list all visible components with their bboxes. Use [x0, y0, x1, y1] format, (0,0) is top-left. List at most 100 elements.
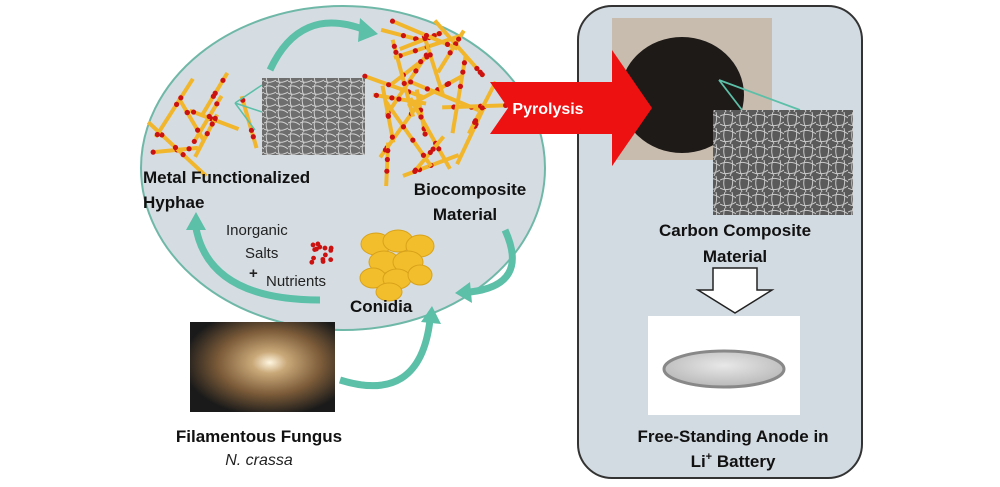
metal-particle	[172, 144, 179, 151]
hypha-strand	[421, 34, 445, 96]
hypha-strand	[153, 77, 195, 139]
metal-particle	[472, 119, 478, 125]
metal-particle	[212, 115, 218, 121]
metal-particle	[250, 134, 256, 140]
metal-particle	[362, 73, 368, 79]
metal-particle	[373, 92, 380, 98]
salt-dot	[309, 259, 315, 265]
hypha-strand	[363, 74, 424, 99]
salt-dot	[315, 241, 321, 247]
fungus-photo	[190, 322, 335, 412]
metal-particle	[418, 59, 424, 65]
metal-particle	[154, 131, 160, 138]
metal-particle	[457, 83, 464, 89]
conidia-cluster	[359, 229, 435, 302]
metal-particle	[408, 79, 414, 85]
metal-particle	[456, 36, 462, 42]
metal-particle	[248, 127, 255, 133]
hyphae-label-line1: Metal Functionalized	[143, 168, 310, 187]
biocomposite-label-line1: Biocomposite	[414, 180, 526, 199]
metal-particle	[385, 148, 391, 154]
metal-particle	[178, 95, 184, 101]
salt-dot	[322, 252, 328, 258]
metal-particle	[206, 113, 212, 120]
metal-particle	[427, 52, 433, 58]
metal-particle	[186, 146, 192, 152]
salt-dot	[328, 257, 334, 263]
biocomposite-sticks	[362, 18, 511, 187]
sem-image-hyphae	[262, 78, 365, 155]
metal-particle	[209, 121, 215, 127]
salt-dot	[310, 242, 316, 248]
anode-label-line2: Li+ Battery	[691, 451, 776, 471]
metal-particle	[479, 105, 485, 111]
metal-particle	[389, 95, 395, 101]
metal-particle	[412, 48, 418, 54]
metal-particle	[401, 80, 407, 87]
inorganic-salts-dots	[309, 241, 334, 265]
fungus-label: Filamentous Fungus	[176, 427, 342, 446]
metal-particle	[204, 131, 210, 137]
arrowhead-icon	[186, 212, 206, 230]
metal-particle	[447, 50, 453, 56]
arrowhead-icon	[358, 18, 378, 42]
arrow-hyphae-to-biocomposite	[266, 19, 367, 72]
coin-cell-battery	[662, 349, 786, 389]
metal-particle	[420, 152, 427, 158]
salt-dot	[322, 245, 328, 251]
hypha-strand	[408, 97, 452, 170]
metal-particle	[418, 114, 424, 120]
metal-particle	[386, 82, 392, 88]
metal-functionalized-hyphae	[146, 71, 259, 178]
metal-particle	[214, 101, 220, 107]
metal-particle	[191, 138, 197, 145]
metal-particle	[180, 152, 186, 158]
hyphae-label-line2: Hyphae	[143, 193, 204, 212]
metal-particle	[150, 149, 156, 155]
hypha-strand	[450, 54, 468, 134]
metal-particle	[424, 86, 430, 92]
metal-particle	[477, 69, 483, 75]
metal-particle	[400, 124, 407, 130]
metal-particle	[384, 156, 390, 163]
metal-particle	[184, 109, 190, 116]
metal-particle	[220, 77, 226, 83]
metal-particle	[427, 149, 433, 156]
plus-sign: +	[249, 265, 258, 282]
arrowhead-icon	[455, 282, 472, 303]
salt-dot	[320, 256, 326, 262]
salt-dot	[311, 255, 316, 261]
salt-dot	[314, 246, 319, 252]
metal-particle	[445, 81, 452, 87]
metal-particle	[422, 131, 428, 137]
salt-dot	[328, 245, 334, 251]
pyrolysis-label: Pyrolysis	[512, 101, 583, 118]
metal-particle	[389, 134, 395, 140]
conidia-label: Conidia	[350, 297, 413, 316]
metal-particle	[461, 60, 468, 66]
metal-particle	[212, 90, 218, 96]
metal-particle	[385, 113, 391, 119]
metal-particle	[436, 31, 442, 37]
metal-particle	[410, 137, 416, 143]
metal-particle	[412, 167, 419, 173]
metal-particle	[413, 68, 419, 74]
anode-label-line1: Free-Standing Anode in	[637, 427, 828, 446]
metal-particle	[173, 101, 180, 107]
metal-particle	[195, 127, 201, 133]
pyrolysis-arrow	[490, 50, 652, 166]
metal-particle	[400, 33, 407, 39]
metal-particle	[460, 69, 466, 75]
down-arrow	[695, 267, 775, 314]
metal-particle	[391, 43, 397, 49]
metal-particle	[389, 18, 396, 24]
salts-label: Salts	[245, 245, 278, 262]
metal-particle	[444, 41, 451, 47]
cycle-arrows	[191, 19, 516, 390]
species-label: N. crassa	[225, 452, 293, 469]
arrow-nutrients-to-hyphae	[191, 221, 321, 304]
metal-particle	[436, 146, 442, 152]
metal-particle	[190, 109, 197, 115]
